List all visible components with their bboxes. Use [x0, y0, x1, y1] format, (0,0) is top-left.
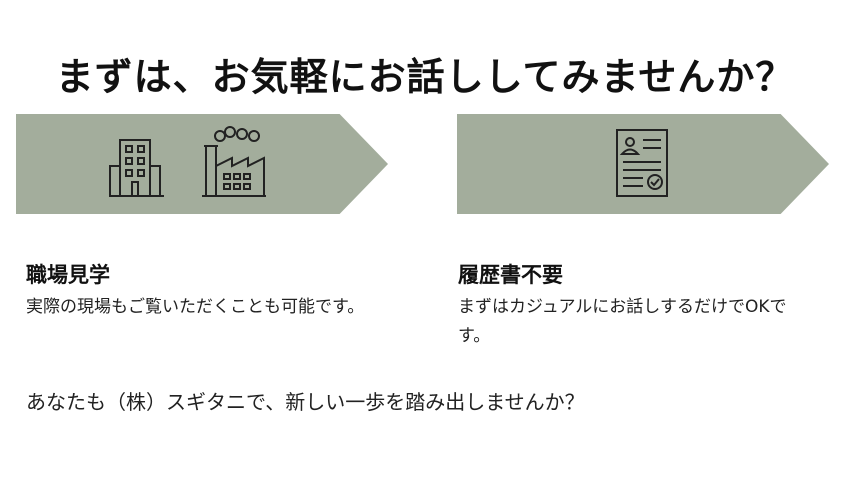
feature-title-no-resume: 履歴書不要 [458, 263, 563, 287]
factory-icon [198, 126, 268, 204]
headline: まずは、お気軽にお話ししてみませんか？ [55, 55, 795, 99]
feature-description-tour: 実際の現場もご覧いただくことも可能です。 [26, 297, 365, 317]
resume-document-icon [613, 128, 671, 204]
feature-description-no-resume: まずはカジュアルにお話しするだけでOKです。 [458, 297, 787, 346]
office-building-icon [106, 136, 168, 202]
feature-title-tour: 職場見学 [26, 263, 110, 287]
feature-banner-tour [16, 114, 388, 214]
footer-message: あなたも（株）スギタニで、新しい一歩を踏み出しませんか？ [26, 390, 585, 414]
